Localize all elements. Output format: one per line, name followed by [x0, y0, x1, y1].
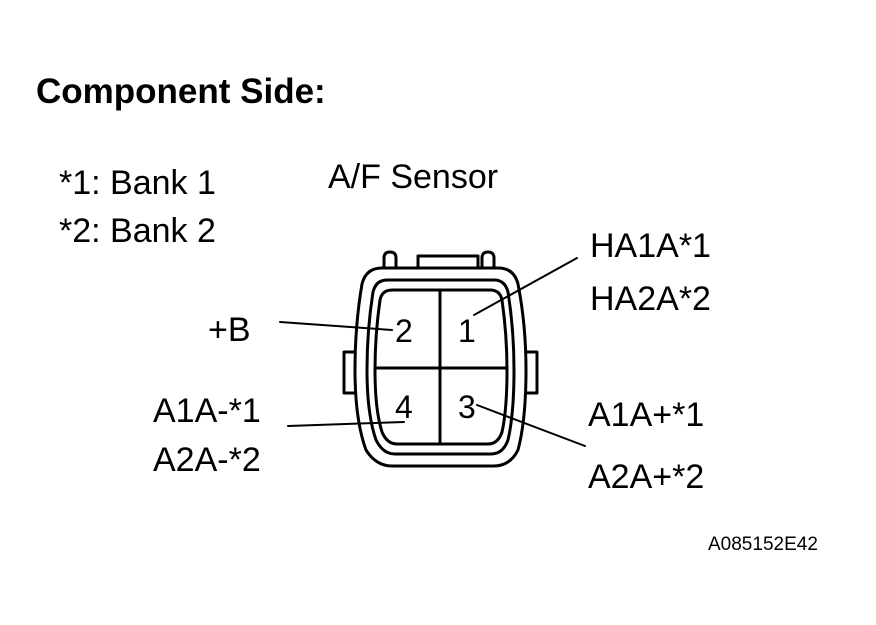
pin-number-3: 3	[458, 389, 476, 425]
connector-prong-left	[382, 250, 398, 270]
leader-line-pin2	[279, 321, 393, 331]
connector-housing-seal	[365, 278, 516, 456]
connector-side-tab-left	[342, 350, 357, 395]
pin-number-1: 1	[458, 313, 476, 349]
leader-line-pin1	[473, 257, 578, 316]
pin4-label-bank1: A1A-*1	[153, 392, 261, 430]
connector-housing-outer	[353, 266, 528, 468]
sensor-title: A/F Sensor	[328, 158, 499, 196]
note-bank-2: *2: Bank 2	[59, 212, 216, 250]
pin-number-2: 2	[395, 313, 413, 349]
leader-line-pin4	[287, 421, 405, 427]
pin-number-4: 4	[395, 389, 413, 425]
pin1-label-bank2: HA2A*2	[590, 280, 711, 318]
pin3-label-bank1: A1A+*1	[588, 396, 705, 434]
connector-side-tab-right	[524, 350, 539, 395]
pin4-label-bank2: A2A-*2	[153, 441, 261, 479]
pin3-label-bank2: A2A+*2	[588, 458, 705, 496]
connector-prong-right	[480, 250, 496, 270]
note-bank-1: *1: Bank 1	[59, 164, 216, 202]
pin2-label: +B	[208, 311, 251, 349]
connector-pin-cavity	[373, 288, 509, 446]
connector-latch	[416, 254, 480, 270]
page-title: Component Side:	[36, 72, 326, 111]
pin1-label-bank1: HA1A*1	[590, 227, 711, 265]
leader-line-pin3	[476, 404, 586, 447]
figure-reference-code: A085152E42	[708, 534, 818, 555]
